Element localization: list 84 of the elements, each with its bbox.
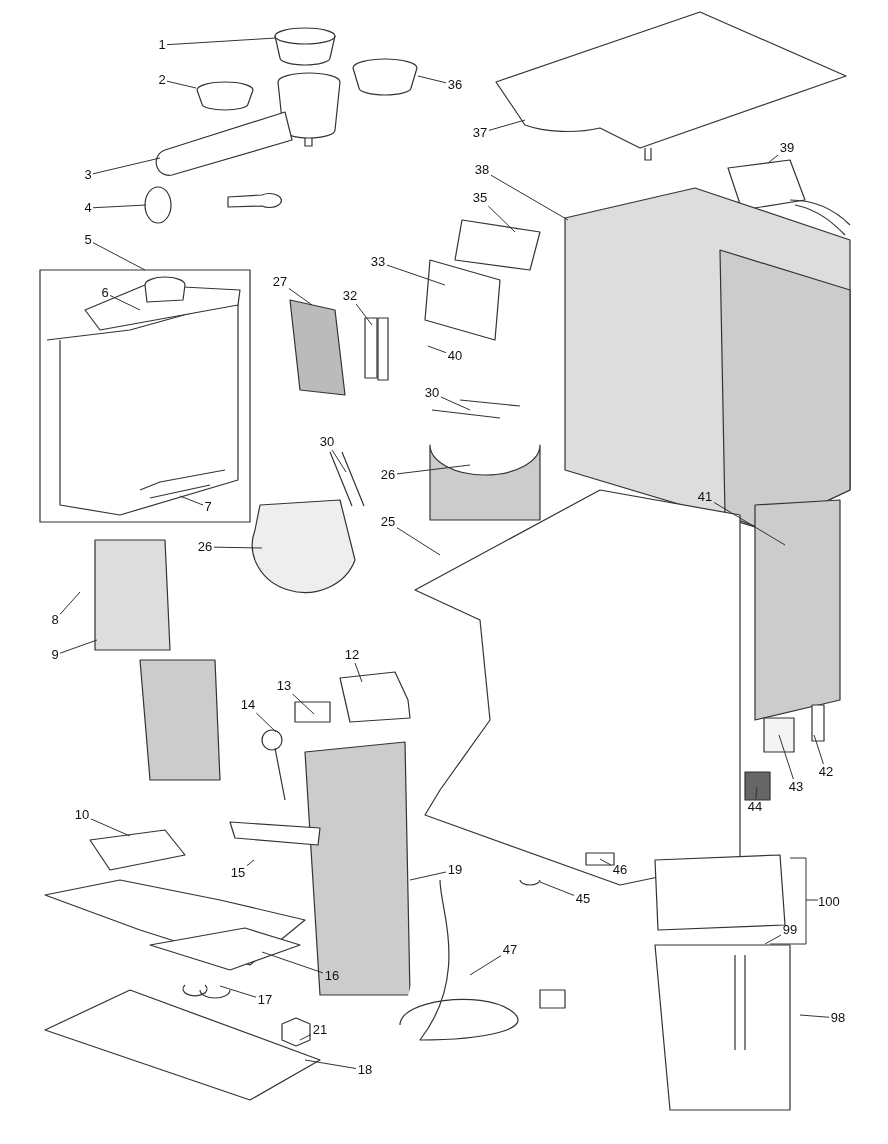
leader-line [469, 955, 502, 976]
callout-number: 26 [379, 467, 397, 483]
leader-line [331, 449, 347, 473]
leader-line [179, 495, 204, 506]
leader-line [109, 294, 141, 311]
callout-number: 16 [323, 968, 341, 984]
callout-number: 13 [275, 678, 293, 694]
callout-number: 43 [787, 779, 805, 795]
leader-line [299, 1034, 312, 1041]
callout-number: 10 [73, 807, 91, 823]
callout-number: 25 [379, 514, 397, 530]
callout-number: 5 [83, 232, 93, 248]
leader-line [539, 881, 575, 896]
callout-number: 33 [369, 254, 387, 270]
leader-line [764, 934, 782, 945]
leader-line [778, 734, 794, 780]
callout-number: 47 [501, 942, 519, 958]
callout-number: 19 [446, 862, 464, 878]
leader-line [255, 712, 277, 733]
callout-number: 21 [311, 1022, 329, 1038]
callout-number: 12 [343, 647, 361, 663]
callout-number: 98 [829, 1010, 847, 1026]
callout-number: 6 [100, 285, 110, 301]
callout-number: 17 [256, 992, 274, 1008]
callout-number: 14 [239, 697, 257, 713]
leader-line [488, 119, 526, 131]
leader-line [59, 639, 98, 654]
leader-line [354, 662, 363, 683]
callout-number: 37 [471, 125, 489, 141]
callout-number: 41 [696, 489, 714, 505]
leader-line [213, 546, 263, 549]
leader-line [396, 464, 471, 475]
callout-number: 1 [157, 37, 167, 53]
leader-line [427, 345, 447, 354]
leader-line [92, 157, 161, 175]
callout-number: 100 [818, 894, 840, 910]
callout-number: 30 [423, 385, 441, 401]
leader-line [288, 287, 313, 306]
leader-line [813, 734, 824, 765]
callout-number: 99 [781, 922, 799, 938]
leader-line [487, 205, 516, 233]
leader-line [599, 858, 612, 866]
leader-line [90, 818, 131, 837]
callout-number: 30 [318, 434, 336, 450]
callout-number: 27 [271, 274, 289, 290]
callout-number: 32 [341, 288, 359, 304]
leader-line [490, 174, 569, 221]
callout-number: 44 [746, 799, 764, 815]
callout-number: 38 [473, 162, 491, 178]
leader-line [799, 1014, 830, 1018]
callout-number: 18 [356, 1062, 374, 1078]
callout-number: 35 [471, 190, 489, 206]
leader-line [409, 871, 447, 881]
callout-number: 40 [446, 348, 464, 364]
callout-number: 3 [83, 167, 93, 183]
leader-line [59, 591, 81, 615]
leader-line [386, 264, 446, 286]
leader-line [440, 396, 471, 411]
leader-line [246, 859, 255, 867]
callout-number: 45 [574, 891, 592, 907]
leader-line [304, 1059, 357, 1069]
callout-number: 36 [446, 77, 464, 93]
callout-number: 8 [50, 612, 60, 628]
leader-line [417, 75, 447, 84]
callout-number: 39 [778, 140, 796, 156]
leader-line [755, 786, 758, 800]
leader-line [396, 527, 441, 556]
callout-number: 4 [83, 200, 93, 216]
leader-line [166, 37, 277, 46]
callout-number: 15 [229, 865, 247, 881]
callout-number: 7 [203, 499, 213, 515]
leader-line [292, 693, 315, 715]
leader-line [219, 985, 257, 998]
leader-line [355, 303, 373, 326]
callout-number: 46 [611, 862, 629, 878]
callout-number: 42 [817, 764, 835, 780]
callout-number: 9 [50, 647, 60, 663]
leader-line [92, 204, 147, 209]
callout-number: 2 [157, 72, 167, 88]
leader-line [767, 154, 779, 164]
callout-number: 26 [196, 539, 214, 555]
leader-line [166, 80, 197, 89]
leader-line [92, 242, 146, 271]
leader-line [713, 501, 786, 546]
